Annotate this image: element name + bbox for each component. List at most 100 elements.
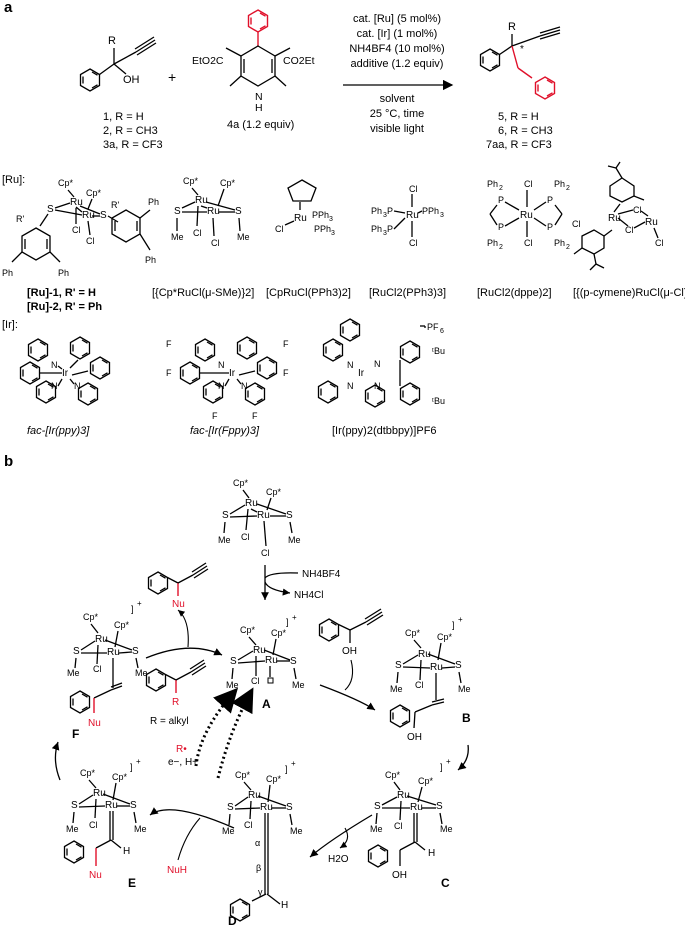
- svg-text:Cp*: Cp*: [240, 625, 256, 635]
- ru-catalyst-3: [{Cp*RuCl(μ-SMe)}2]: [152, 287, 254, 299]
- radical-path-dotted-1: [194, 687, 239, 767]
- ir-header: [Ir]:: [2, 319, 18, 331]
- condition-2: cat. [Ir] (1 mol%): [357, 28, 438, 40]
- svg-text:Me: Me: [66, 824, 79, 834]
- panel-a-label: a: [4, 0, 13, 16]
- condition-5: solvent: [380, 93, 415, 105]
- svg-text:S: S: [222, 510, 229, 521]
- svg-text:P: P: [547, 195, 553, 205]
- svg-text:Cl: Cl: [524, 238, 533, 248]
- svg-text:PPh: PPh: [422, 206, 439, 216]
- svg-text:Cp*: Cp*: [235, 770, 251, 780]
- svg-text:Cl: Cl: [261, 548, 270, 558]
- svg-text:Cl: Cl: [394, 821, 403, 831]
- svg-text:F: F: [252, 411, 258, 421]
- svg-text:N: N: [347, 381, 354, 391]
- svg-text:Cp*: Cp*: [58, 178, 74, 188]
- precatalyst-structure: Cp* Cp* Ru Ru S S Me Me Cl Cl: [218, 478, 301, 558]
- arrow-d-to-e: [149, 807, 235, 829]
- svg-text:3: 3: [383, 212, 387, 219]
- ru-catalyst-7: [{(p-cymene)RuCl(μ-Cl)}2]: [573, 287, 685, 299]
- svg-text:Ru: Ru: [265, 655, 278, 666]
- svg-text:Ru: Ru: [70, 197, 83, 208]
- substrate-structure: [79, 36, 157, 92]
- svg-text:Me: Me: [226, 680, 239, 690]
- svg-text:Cp*: Cp*: [271, 628, 287, 638]
- svg-text:S: S: [455, 660, 462, 671]
- svg-text:Cp*: Cp*: [266, 774, 282, 784]
- svg-text:+: +: [292, 613, 297, 622]
- svg-text:Ph: Ph: [145, 255, 156, 265]
- svg-text:Ph: Ph: [487, 179, 498, 189]
- svg-text:OH: OH: [392, 870, 407, 881]
- svg-text:3: 3: [329, 216, 333, 223]
- product-nu-label: Nu: [172, 599, 185, 610]
- svg-text:S: S: [290, 656, 297, 667]
- arrow-f-to-a: [145, 647, 223, 659]
- substrate-oh: OH: [123, 74, 140, 86]
- svg-text:Ph: Ph: [2, 268, 13, 278]
- svg-text:PPh: PPh: [314, 224, 331, 234]
- svg-text:Cp*: Cp*: [83, 612, 99, 622]
- substrate-r: R: [108, 35, 116, 47]
- svg-text:Ru: Ru: [397, 790, 410, 801]
- product-label-1: 5, R = H: [498, 111, 539, 123]
- ir-fppy3-structure: Ir N N N F F F F F F: [166, 336, 289, 421]
- svg-text:3: 3: [383, 230, 387, 237]
- svg-text:]: ]: [131, 604, 134, 614]
- svg-text:F: F: [166, 368, 172, 378]
- svg-text:S: S: [286, 510, 293, 521]
- svg-text:2: 2: [566, 185, 570, 192]
- svg-text:ᵗBu: ᵗBu: [432, 396, 445, 406]
- svg-text:+: +: [136, 757, 141, 766]
- svg-text:S: S: [230, 656, 237, 667]
- arrow-c-to-d: [309, 814, 373, 858]
- svg-text:Me: Me: [171, 232, 184, 242]
- svg-text:Cp*: Cp*: [266, 487, 282, 497]
- condition-1: cat. [Ru] (5 mol%): [353, 13, 441, 25]
- svg-text:PPh: PPh: [312, 210, 329, 220]
- svg-text:Cp*: Cp*: [183, 176, 199, 186]
- svg-text:Me: Me: [218, 535, 231, 545]
- svg-text:Ru: Ru: [107, 647, 120, 658]
- svg-text:Cp*: Cp*: [80, 768, 96, 778]
- intermediate-c-label: C: [441, 876, 450, 890]
- svg-text:Ir: Ir: [358, 368, 365, 379]
- intermediate-a-structure: Cp* Cp* Ru Ru S S Me Me Cl ] +: [226, 613, 305, 690]
- radical-r-label: R•: [176, 744, 187, 755]
- svg-text:PF: PF: [427, 322, 439, 332]
- svg-text:Cl: Cl: [193, 228, 202, 238]
- ru-catalyst-2: [Ru]-2, R' = Ph: [27, 301, 102, 313]
- svg-text:Cl: Cl: [633, 205, 642, 215]
- svg-text:F: F: [166, 339, 172, 349]
- svg-text:Ru: Ru: [95, 634, 108, 645]
- svg-text:Cl: Cl: [251, 676, 260, 686]
- svg-text:F: F: [212, 411, 218, 421]
- intermediate-c-structure: Cp* Cp* Ru Ru S S Me Me Cl ] + H OH: [367, 757, 453, 881]
- svg-text:6: 6: [440, 328, 444, 335]
- svg-text:F: F: [283, 368, 289, 378]
- svg-text:Cp*: Cp*: [385, 770, 401, 780]
- svg-text:Ph: Ph: [58, 268, 69, 278]
- svg-text:Me: Me: [390, 684, 403, 694]
- svg-text:Cp*: Cp*: [418, 776, 434, 786]
- svg-text:Cl: Cl: [211, 238, 220, 248]
- svg-text:Ru: Ru: [195, 195, 208, 206]
- svg-text:Ir: Ir: [229, 368, 236, 379]
- hantzsch-ester-structure: [225, 9, 291, 87]
- svg-text:Ru: Ru: [418, 649, 431, 660]
- svg-text:Ru: Ru: [410, 802, 423, 813]
- svg-text:Cl: Cl: [244, 820, 253, 830]
- alkyl-note: R = alkyl: [150, 716, 189, 727]
- svg-text:N: N: [241, 381, 248, 391]
- svg-text:3: 3: [440, 212, 444, 219]
- svg-text:S: S: [235, 206, 242, 217]
- reagent-label: 4a (1.2 equiv): [227, 119, 294, 131]
- svg-text:N: N: [74, 381, 81, 391]
- svg-text:Cl: Cl: [409, 184, 418, 194]
- svg-text:2: 2: [499, 185, 503, 192]
- svg-text:R': R': [111, 200, 119, 210]
- svg-text:3: 3: [331, 230, 335, 237]
- ester-left: EtO2C: [192, 55, 224, 67]
